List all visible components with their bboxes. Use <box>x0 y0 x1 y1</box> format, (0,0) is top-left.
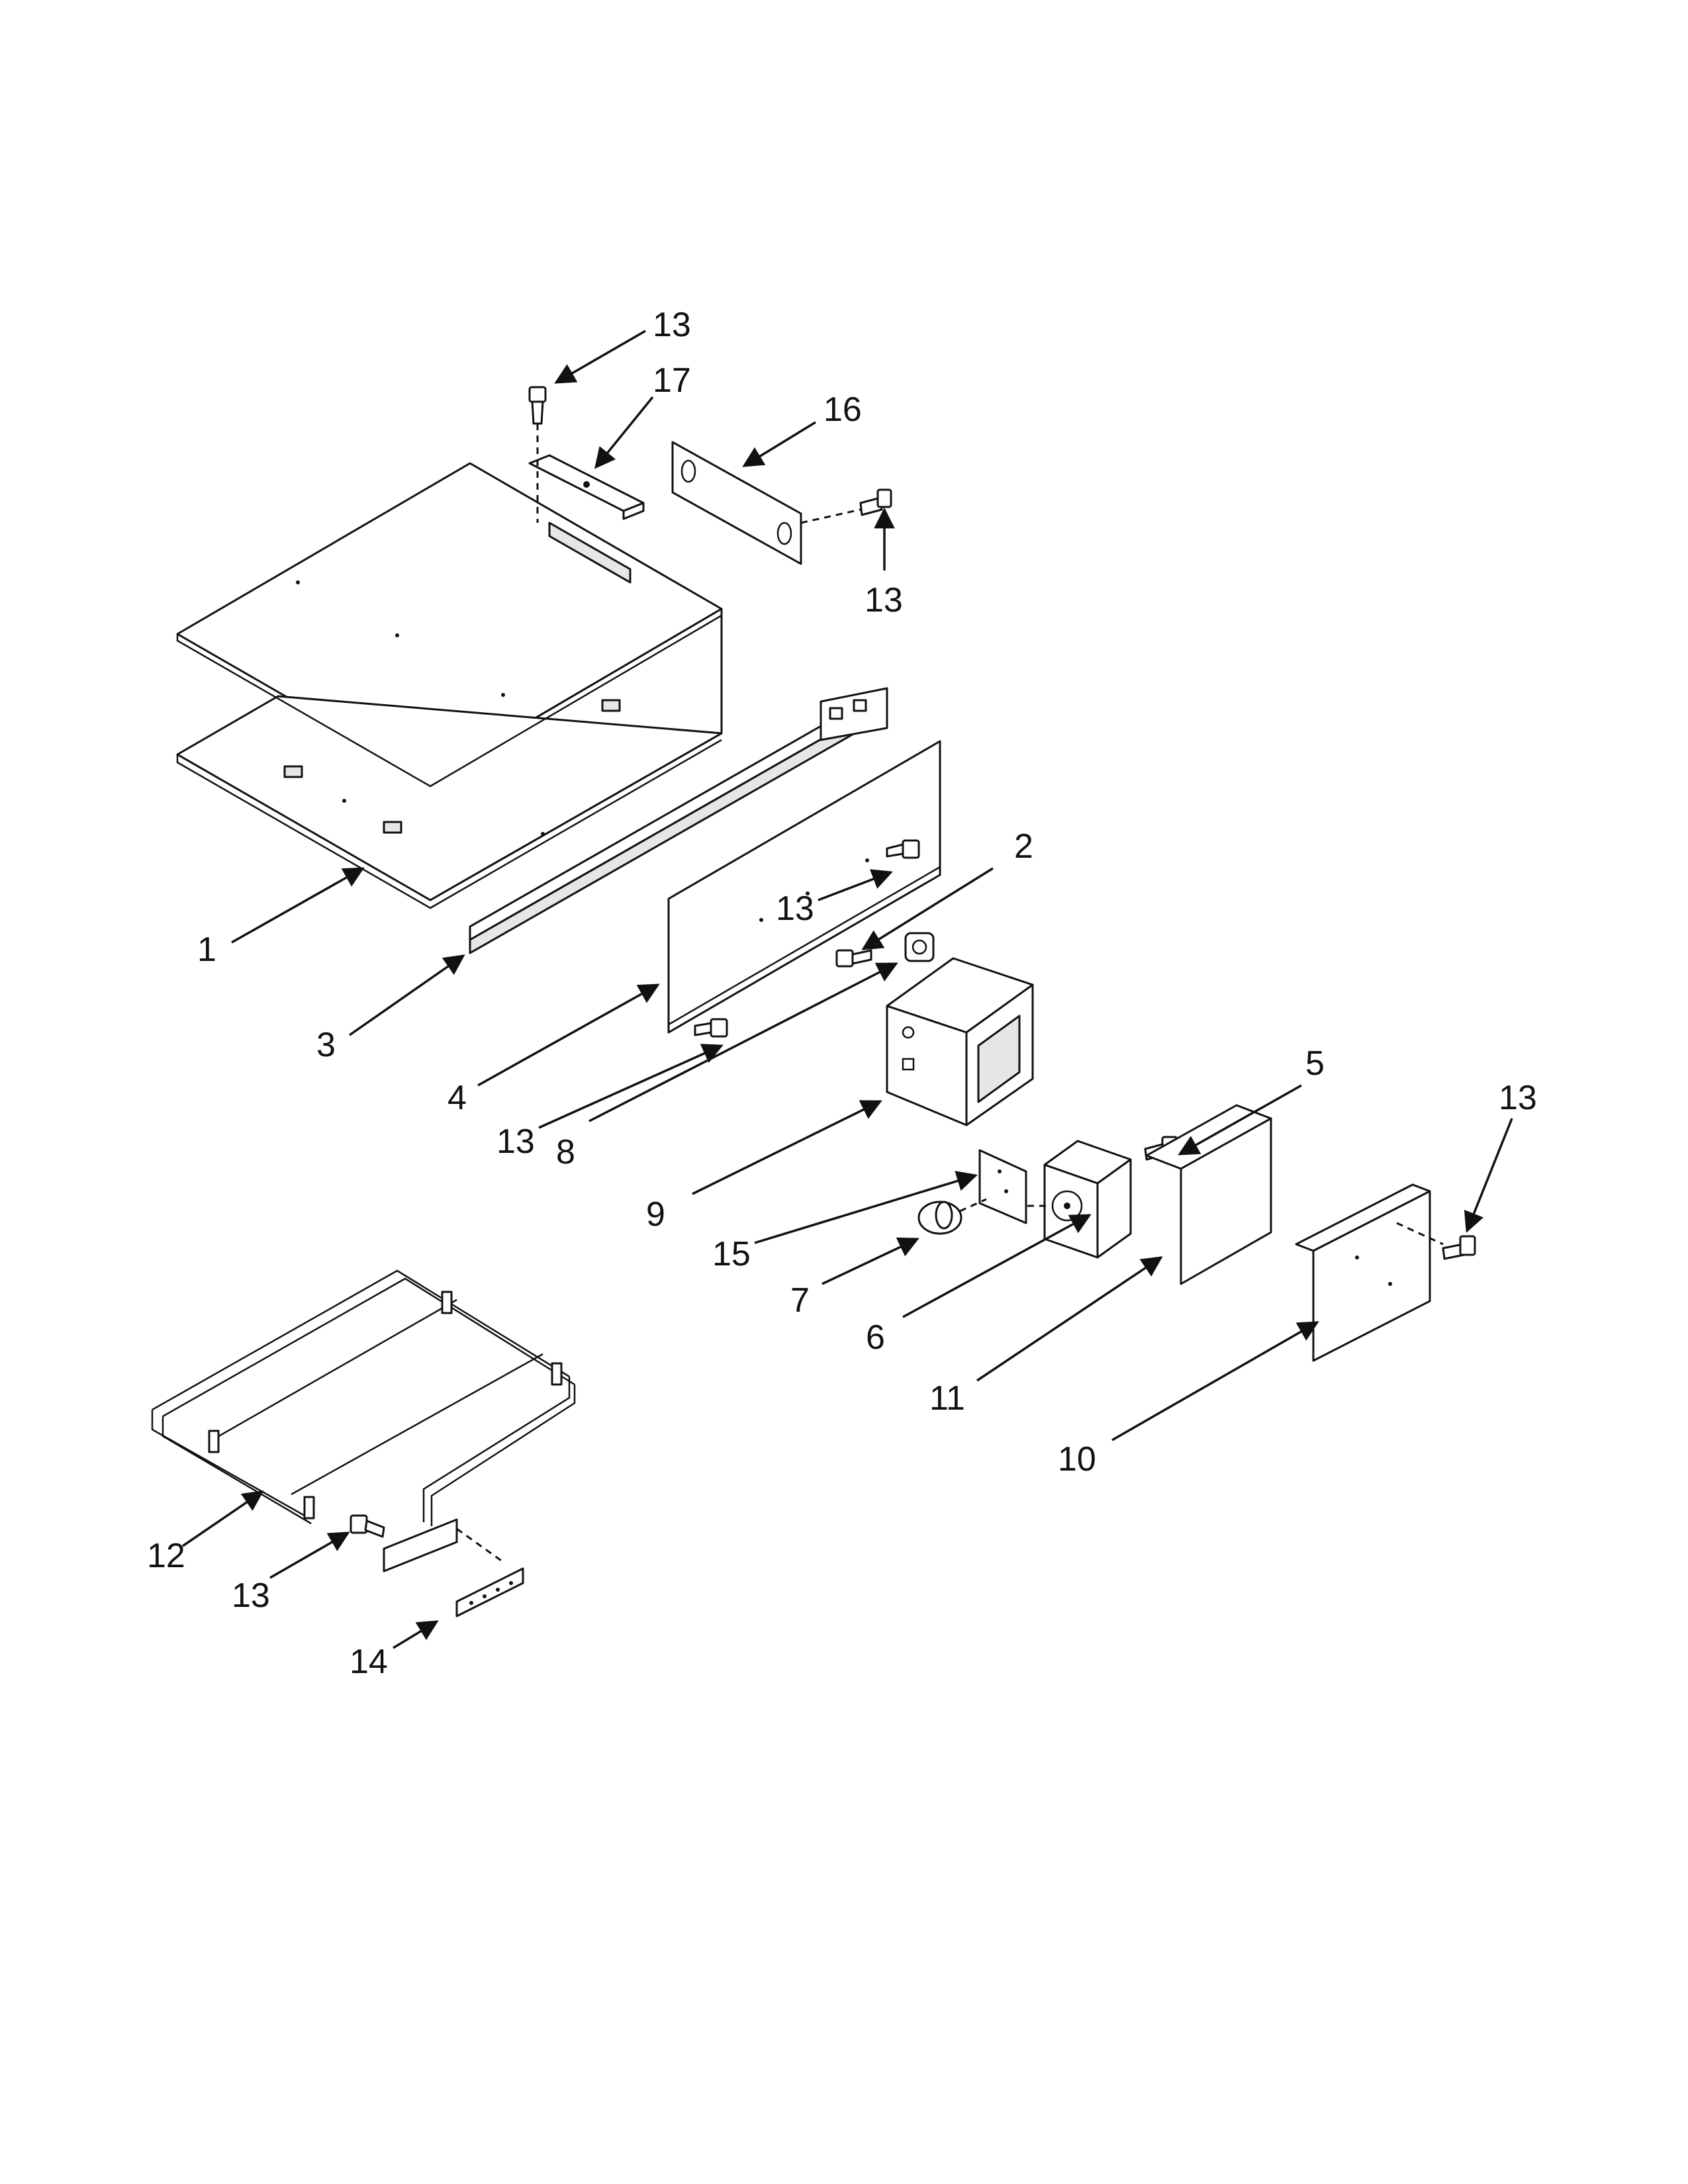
callout-13-shield: 13 <box>1499 1079 1537 1117</box>
cover-plate <box>671 441 861 565</box>
callout-7: 7 <box>790 1281 810 1320</box>
timer-motor <box>1006 1140 1132 1259</box>
mounting-bracket <box>528 424 645 523</box>
callout-15: 15 <box>712 1235 751 1273</box>
callout-12: 12 <box>147 1537 185 1575</box>
screw-element <box>350 1514 385 1538</box>
callout-6: 6 <box>866 1318 885 1357</box>
callout-17: 17 <box>653 361 691 400</box>
screw-plate <box>859 488 892 516</box>
callout-13-rear-upper: 13 <box>776 889 814 928</box>
callout-3: 3 <box>316 1026 336 1064</box>
cabinet-tab <box>283 765 303 778</box>
screw-switch <box>835 949 872 968</box>
callout-13-rear-lower: 13 <box>496 1122 535 1161</box>
terminal-cover <box>1145 1104 1272 1285</box>
switch <box>904 932 935 962</box>
callout-11: 11 <box>929 1379 965 1418</box>
element-plate <box>455 1527 524 1617</box>
callout-1: 1 <box>197 931 216 969</box>
leader-lines <box>182 330 1513 1649</box>
cabinet-tab <box>383 821 402 834</box>
callout-13-element: 13 <box>232 1576 270 1615</box>
slide-rail <box>469 687 888 954</box>
heat-shield <box>1295 1183 1444 1362</box>
screw-rear-lower <box>694 1018 728 1038</box>
control-knob <box>917 1198 987 1235</box>
screw-rear-upper <box>886 839 920 859</box>
heating-element <box>151 1269 576 1572</box>
callout-13-top: 13 <box>653 306 691 344</box>
callout-8: 8 <box>556 1133 575 1171</box>
callout-16: 16 <box>823 390 862 429</box>
control-housing <box>886 957 1034 1126</box>
cabinet-wrapper <box>176 462 723 909</box>
screw-top <box>528 386 547 425</box>
callout-4: 4 <box>447 1079 467 1117</box>
callout-10: 10 <box>1058 1440 1096 1479</box>
cabinet-tab <box>601 699 621 712</box>
callout-5: 5 <box>1305 1044 1325 1083</box>
insulator-plate <box>978 1149 1027 1224</box>
rear-panel <box>667 740 941 1034</box>
callout-13-plate: 13 <box>865 581 903 619</box>
callout-14: 14 <box>350 1643 388 1681</box>
callout-9: 9 <box>646 1195 665 1234</box>
screw-shield <box>1442 1235 1476 1260</box>
callout-2: 2 <box>1014 827 1033 866</box>
